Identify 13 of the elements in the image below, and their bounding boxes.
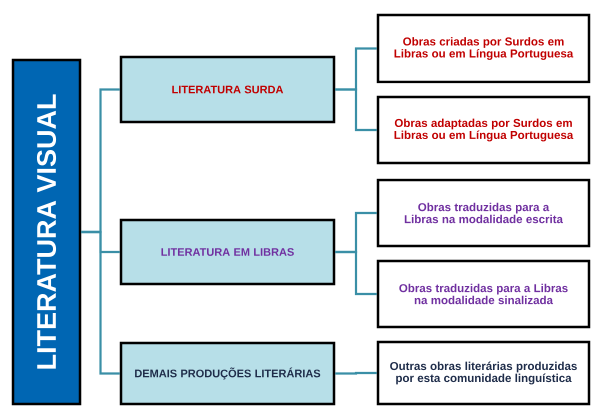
connector bbox=[335, 88, 377, 132]
category-box: LITERATURA SURDA bbox=[120, 56, 336, 124]
connector bbox=[335, 250, 377, 296]
connector bbox=[335, 372, 377, 375]
title-bar: LITERATURA VISUAL bbox=[12, 58, 82, 406]
description-box: Obras traduzidas para a Libras na modalidade sinalizada bbox=[376, 260, 590, 328]
connector bbox=[81, 230, 120, 375]
category-box: LITERATURA EM LIBRAS bbox=[120, 218, 336, 286]
description-box: Obras traduzidas para a Libras na modalidade escrita bbox=[376, 178, 590, 248]
description-box: Obras adaptadas por Surdos em Libras ou em Língua Portuguesa bbox=[376, 96, 590, 164]
description-box: Outras obras literárias produzidas por esta comunidade linguística bbox=[376, 340, 590, 406]
category-box: DEMAIS PRODUÇÕES LITERÁRIAS bbox=[120, 342, 336, 406]
description-box: Obras criadas por Surdos em Libras ou em Língua Portuguesa bbox=[376, 14, 590, 84]
